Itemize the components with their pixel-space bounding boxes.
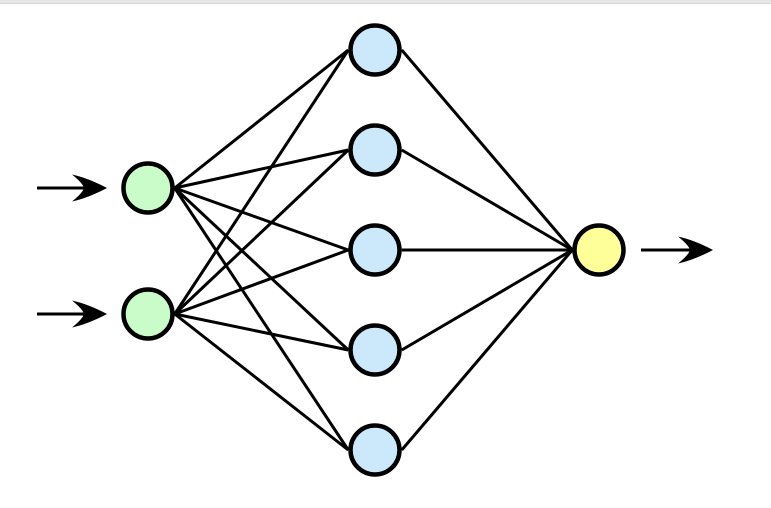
hidden-node-1 <box>348 23 402 77</box>
output-arrow <box>641 236 713 264</box>
edge-i2-h1 <box>173 49 350 315</box>
edge-i2-h5 <box>173 312 350 452</box>
input-arrow-2-head-icon <box>72 300 107 328</box>
edge-i1-h4 <box>173 186 350 352</box>
edge-i2-h4 <box>174 312 349 352</box>
output-arrow-head-icon <box>678 236 713 264</box>
edge-h2-o1 <box>400 148 574 252</box>
input-node-1 <box>121 161 175 215</box>
input-arrow-2 <box>37 300 107 328</box>
edge-i2-h2 <box>173 148 350 316</box>
edge-i2-h3 <box>174 248 349 316</box>
edge-h5-o1 <box>400 249 574 451</box>
edge-h1-o1 <box>400 49 574 251</box>
input-node-2 <box>121 287 175 341</box>
hidden-node-4 <box>348 323 402 377</box>
edge-i1-h5 <box>173 187 350 451</box>
input-arrow-1 <box>37 174 107 202</box>
edge-i1-h2 <box>174 148 349 190</box>
window-top-border <box>0 0 771 4</box>
edge-i1-h1 <box>173 48 350 190</box>
edge-h4-o1 <box>400 248 574 352</box>
edge-i1-h3 <box>174 186 349 252</box>
input-arrow-1-head-icon <box>72 174 107 202</box>
hidden-node-2 <box>348 123 402 177</box>
hidden-node-5 <box>348 423 402 477</box>
hidden-node-3 <box>348 223 402 277</box>
output-node-1 <box>572 223 626 277</box>
